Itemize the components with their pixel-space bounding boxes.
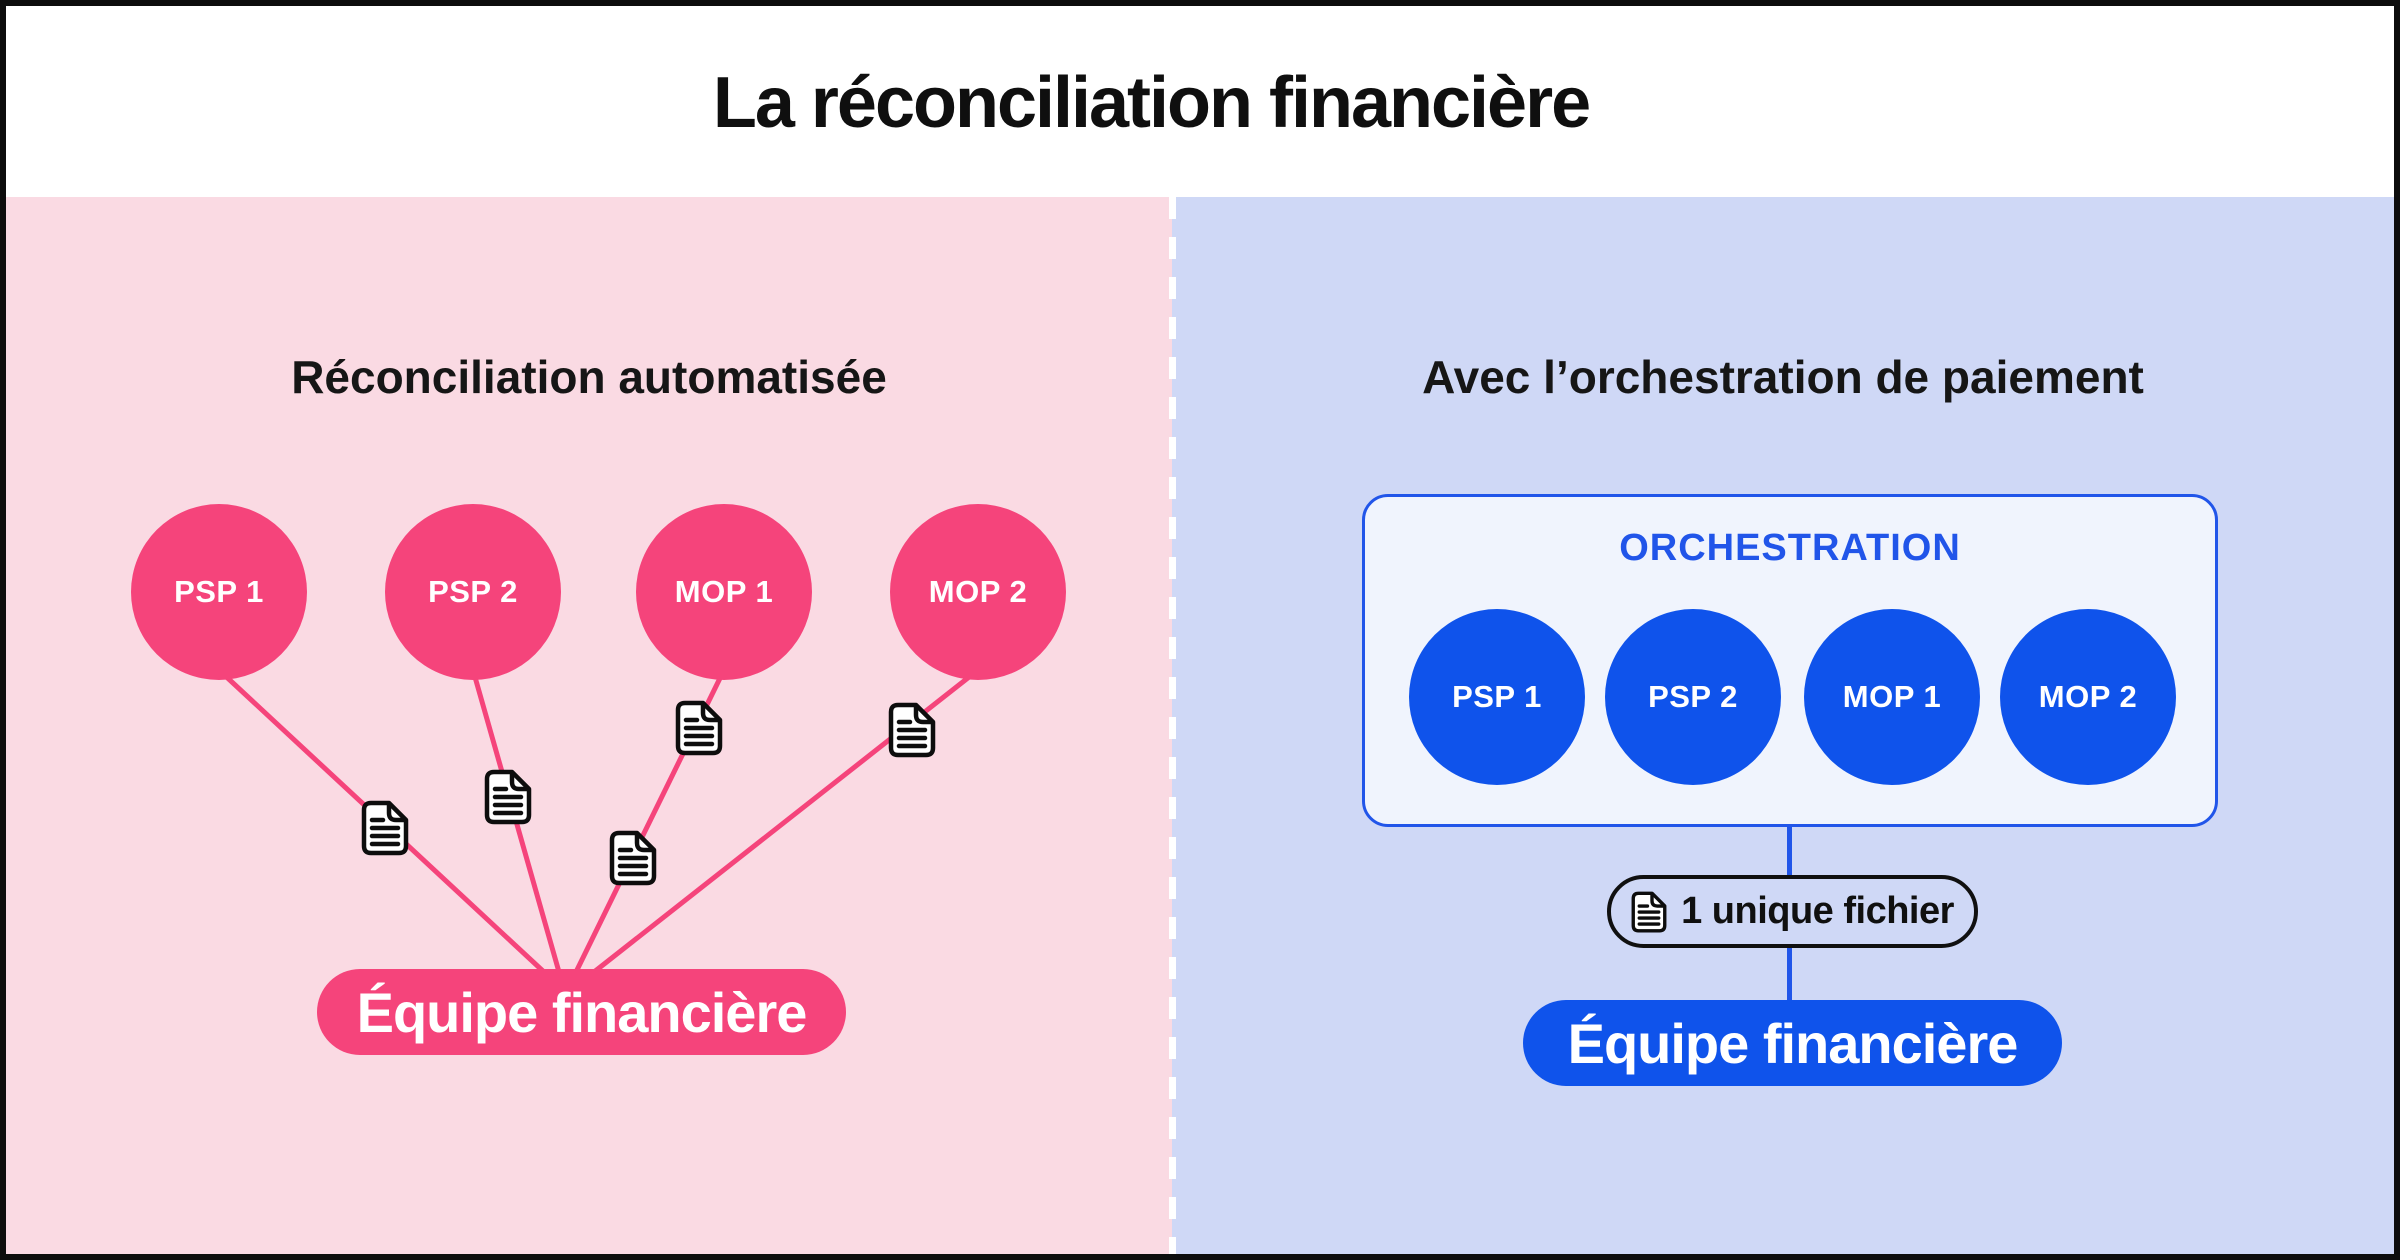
node-mop1-left: MOP 1: [636, 504, 812, 680]
node-label: PSP 2: [1648, 679, 1738, 714]
node-label: MOP 1: [1842, 679, 1942, 714]
document-icon: [1631, 891, 1667, 932]
unique-file-pill: 1 unique fichier: [1607, 875, 1978, 948]
node-mop1-right: MOP 1: [1804, 609, 1980, 785]
node-psp1-right: PSP 1: [1409, 609, 1585, 785]
node-mop2-right: MOP 2: [2000, 609, 2176, 785]
finance-team-pill-right: Équipe financière: [1523, 1000, 2062, 1086]
right-panel-heading: Avec l’orchestration de paiement: [1422, 351, 2144, 403]
left-panel-heading: Réconciliation automatisée: [291, 351, 887, 403]
node-label: MOP 1: [674, 574, 774, 609]
document-icon: [675, 700, 723, 756]
page-title: La réconciliation financière: [712, 63, 1591, 143]
document-icon: [361, 800, 409, 856]
node-mop2-left: MOP 2: [890, 504, 1066, 680]
node-psp2-right: PSP 2: [1605, 609, 1781, 785]
node-label: PSP 1: [174, 574, 264, 609]
finance-team-pill-left: Équipe financière: [317, 969, 846, 1055]
node-label: PSP 1: [1452, 679, 1542, 714]
document-icon: [609, 830, 657, 886]
document-icon: [484, 769, 532, 825]
node-label: MOP 2: [2038, 679, 2138, 714]
panel-divider: [1169, 197, 1176, 1254]
node-label: PSP 2: [428, 574, 518, 609]
finance-team-label: Équipe financière: [1567, 1011, 2019, 1075]
node-label: MOP 2: [928, 574, 1028, 609]
unique-file-label: 1 unique fichier: [1681, 890, 1954, 932]
node-psp1-left: PSP 1: [131, 504, 307, 680]
orchestration-box-label: ORCHESTRATION: [1619, 527, 1961, 569]
left-panel: [6, 197, 1172, 1254]
document-icon: [888, 702, 936, 758]
node-psp2-left: PSP 2: [385, 504, 561, 680]
finance-team-label: Équipe financière: [356, 980, 808, 1044]
